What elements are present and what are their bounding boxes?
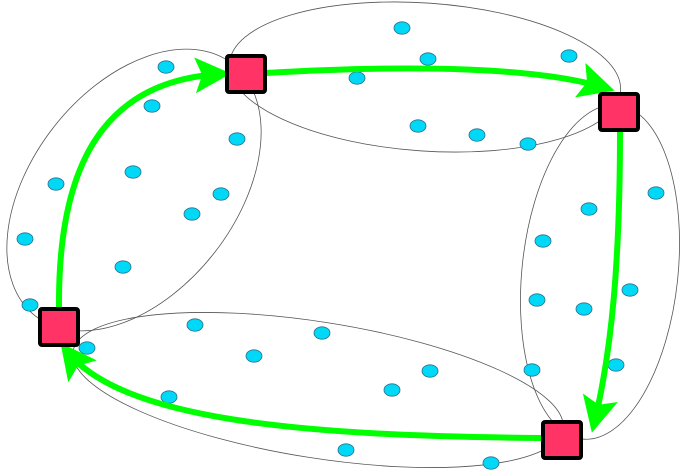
data-point <box>337 443 355 457</box>
data-point <box>523 363 541 377</box>
data-point <box>21 298 39 312</box>
data-point <box>348 71 366 85</box>
arrow-bottom-right-to-bottom-left <box>60 342 543 441</box>
data-point <box>421 364 439 378</box>
data-point <box>78 341 96 355</box>
data-point <box>212 187 230 201</box>
data-point <box>114 260 132 274</box>
node-top-right <box>598 92 640 132</box>
data-point <box>519 137 537 151</box>
data-point <box>468 128 486 142</box>
data-point <box>580 202 598 216</box>
arrows <box>55 57 623 441</box>
node-bottom-right <box>541 420 583 460</box>
data-point <box>621 283 639 297</box>
data-point <box>186 318 204 332</box>
data-point <box>534 234 552 248</box>
data-point <box>157 60 175 74</box>
data-point <box>183 207 201 221</box>
cluster-top <box>229 1 621 153</box>
data-point <box>160 390 178 404</box>
arrow-top-right-to-bottom-right <box>582 131 623 433</box>
node-top-left <box>225 54 267 94</box>
data-point <box>143 99 161 113</box>
data-point <box>575 302 593 316</box>
data-point <box>228 132 246 146</box>
nodes <box>38 54 640 460</box>
data-point <box>409 119 427 133</box>
data-point <box>313 326 331 340</box>
data-point <box>16 232 34 246</box>
data-point <box>607 358 625 372</box>
points <box>16 21 665 470</box>
data-point <box>383 383 401 397</box>
data-point <box>647 186 665 200</box>
data-point <box>419 52 437 66</box>
data-point <box>560 49 578 63</box>
data-point <box>124 165 142 179</box>
cluster-bottom <box>72 312 564 468</box>
data-point <box>528 293 546 307</box>
arrow-bottom-left-to-top-left <box>55 57 231 308</box>
data-point <box>47 177 65 191</box>
arrow-top-left-to-top-right <box>265 62 615 98</box>
data-point <box>482 456 500 470</box>
node-bottom-left <box>38 307 80 347</box>
data-point <box>393 21 411 35</box>
data-point <box>245 349 263 363</box>
